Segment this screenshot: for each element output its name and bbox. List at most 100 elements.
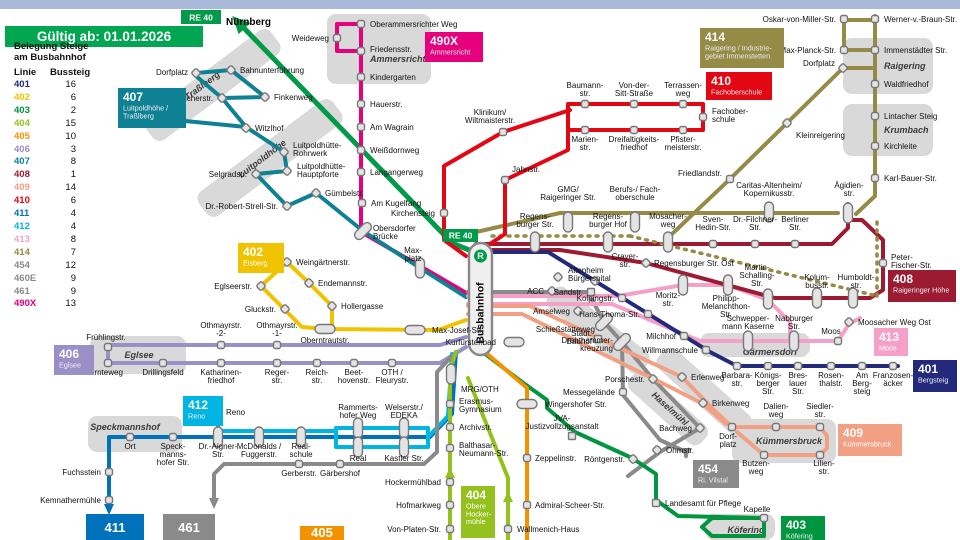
station-label-zeppelinstr: Zeppelinstr. (535, 454, 576, 463)
district-area-speckmannshof: Speckmannshof (88, 416, 182, 452)
hub-pill (467, 241, 494, 357)
station-marker-hans-thoma-str (643, 309, 653, 319)
station-marker-dreifaltigkeits (629, 125, 639, 135)
legend-stand-number: 8 (70, 156, 76, 168)
route-403-koefering-loop (700, 516, 766, 538)
legend-stand-number: 14 (65, 182, 76, 194)
station-marker-kleinreigering (782, 118, 792, 128)
station-label-drahthammer: Drahthammer-kreuzung (561, 336, 613, 353)
station-marker-siedler (815, 422, 825, 432)
station-marker-regens (602, 231, 614, 253)
station-marker-fachober (698, 112, 708, 122)
station-marker-weideweg (332, 33, 342, 43)
station-label-bahnunterf-hrung: Bahnunterführung (240, 66, 304, 75)
validity-banner: Gültig ab: 01.01.2026 (5, 26, 203, 47)
station-marker-k-nigs (763, 361, 773, 371)
district-area-shape (88, 416, 182, 452)
station-label-pfister: Pfister-meisterstr. (665, 135, 702, 152)
station-label-dorf: Dorf-platz (719, 432, 737, 449)
station-marker-nabburger (788, 330, 800, 352)
station-label-oth: OTH /Fleurystr. (376, 368, 409, 385)
line-box-destination: Köfering (786, 532, 813, 540)
station-label-finkenweg: Finkenweg (274, 93, 313, 102)
route-414-north (854, 14, 877, 216)
station-marker-dr-robert-strell-str (282, 201, 292, 211)
station-marker-eglseerstr (256, 281, 266, 291)
direction-arrow-icon (232, 15, 251, 35)
station-label-reno: Reno (226, 408, 246, 417)
station-marker-othmayrstr (272, 340, 282, 350)
station-marker-dr-filchner (750, 239, 760, 249)
station-marker-reich (312, 358, 322, 368)
station-marker-hockerm-hlbad (445, 477, 455, 487)
station-marker-rammerts (352, 417, 364, 439)
station-marker-friedensstr (356, 46, 366, 56)
station-marker-archivstr (445, 422, 455, 432)
line-box-number: 414 (705, 30, 725, 44)
rail-interchange-icon (474, 249, 487, 263)
station-marker-g-rbershof (335, 459, 345, 469)
station-label-am-wagrain: Am Wagrain (370, 123, 414, 132)
legend-stand-number: 12 (65, 259, 76, 271)
station-label-bachweg: Bachweg (659, 424, 692, 433)
line-box-destination: Luitpoldhöhe /Traßlberg (123, 104, 168, 121)
legend-line-number: 402 (14, 91, 30, 103)
station-marker-regensburger-str-ost (641, 258, 651, 268)
station-marker-kirchleite (870, 141, 880, 151)
legend-title-line2: am Busbahnhof (14, 51, 86, 63)
district-area-shape (327, 14, 431, 84)
station-label-mosacher: Mosacher-weg (649, 212, 687, 229)
station-marker-moos (833, 336, 843, 346)
route-407-main (173, 96, 468, 299)
line-box-shape (300, 526, 344, 540)
station-marker-moritz (677, 274, 689, 296)
station-marker-witzlhof (241, 123, 251, 133)
station-marker-langangerweg (356, 167, 366, 177)
station-marker-waldfriedhof (870, 79, 880, 89)
legend-line-number: 460E (14, 272, 37, 284)
station-label-willmannschule: Willmannschule (642, 346, 699, 355)
station-label-karl-bauer-str: Karl-Bauer-Str. (884, 174, 937, 183)
station-marker-wallmenich-haus (503, 524, 513, 534)
station-marker-dorf (727, 422, 737, 432)
station-marker-kurf-rstenbad (503, 336, 525, 348)
station-label-hollergasse: Hollergasse (341, 302, 384, 311)
station-label-caritas-altenheim: Caritas-Altenheim/Kopernikusstr. (736, 181, 803, 198)
district-label: Eglsee (124, 350, 153, 360)
district-area-ammersricht: Ammersricht (327, 14, 431, 84)
line-box-shape (461, 486, 495, 538)
station-marker-am-wagrain (356, 122, 366, 132)
re40-badge: RE 40 (443, 229, 478, 242)
station-marker-rosen (826, 361, 836, 371)
station-label-dorfplatz: Dorfplatz (156, 68, 188, 77)
station-marker-am (857, 361, 867, 371)
station-marker-philipp (722, 274, 734, 296)
station-marker-zeppelinstr (522, 453, 532, 463)
station-marker-von-der (629, 99, 639, 109)
legend-line-number: 405 (14, 130, 30, 142)
station-marker-erasmus (445, 399, 455, 409)
station-label-gmg: GMG/Raigeringer Str. (540, 185, 596, 202)
line-box-shape (118, 88, 186, 128)
station-marker-kindergarten (356, 72, 366, 82)
station-label-hockerm-hlbad: Hockermühlbad (385, 478, 441, 487)
station-marker-drahthammer (612, 332, 632, 352)
station-marker-humboldt (847, 287, 859, 309)
legend-col-line: Linie (14, 67, 37, 78)
station-marker-franzosen (888, 361, 898, 371)
district-label: Gärmersdorf (743, 347, 799, 357)
station-label-gerberstr: Gerberstr. (281, 469, 317, 478)
station-label-friedlandstr: Friedlandstr. (678, 169, 722, 178)
station-label-lintacher-steig: Lintacher Steig (884, 112, 937, 121)
station-label-real: Real-schule (289, 442, 313, 459)
